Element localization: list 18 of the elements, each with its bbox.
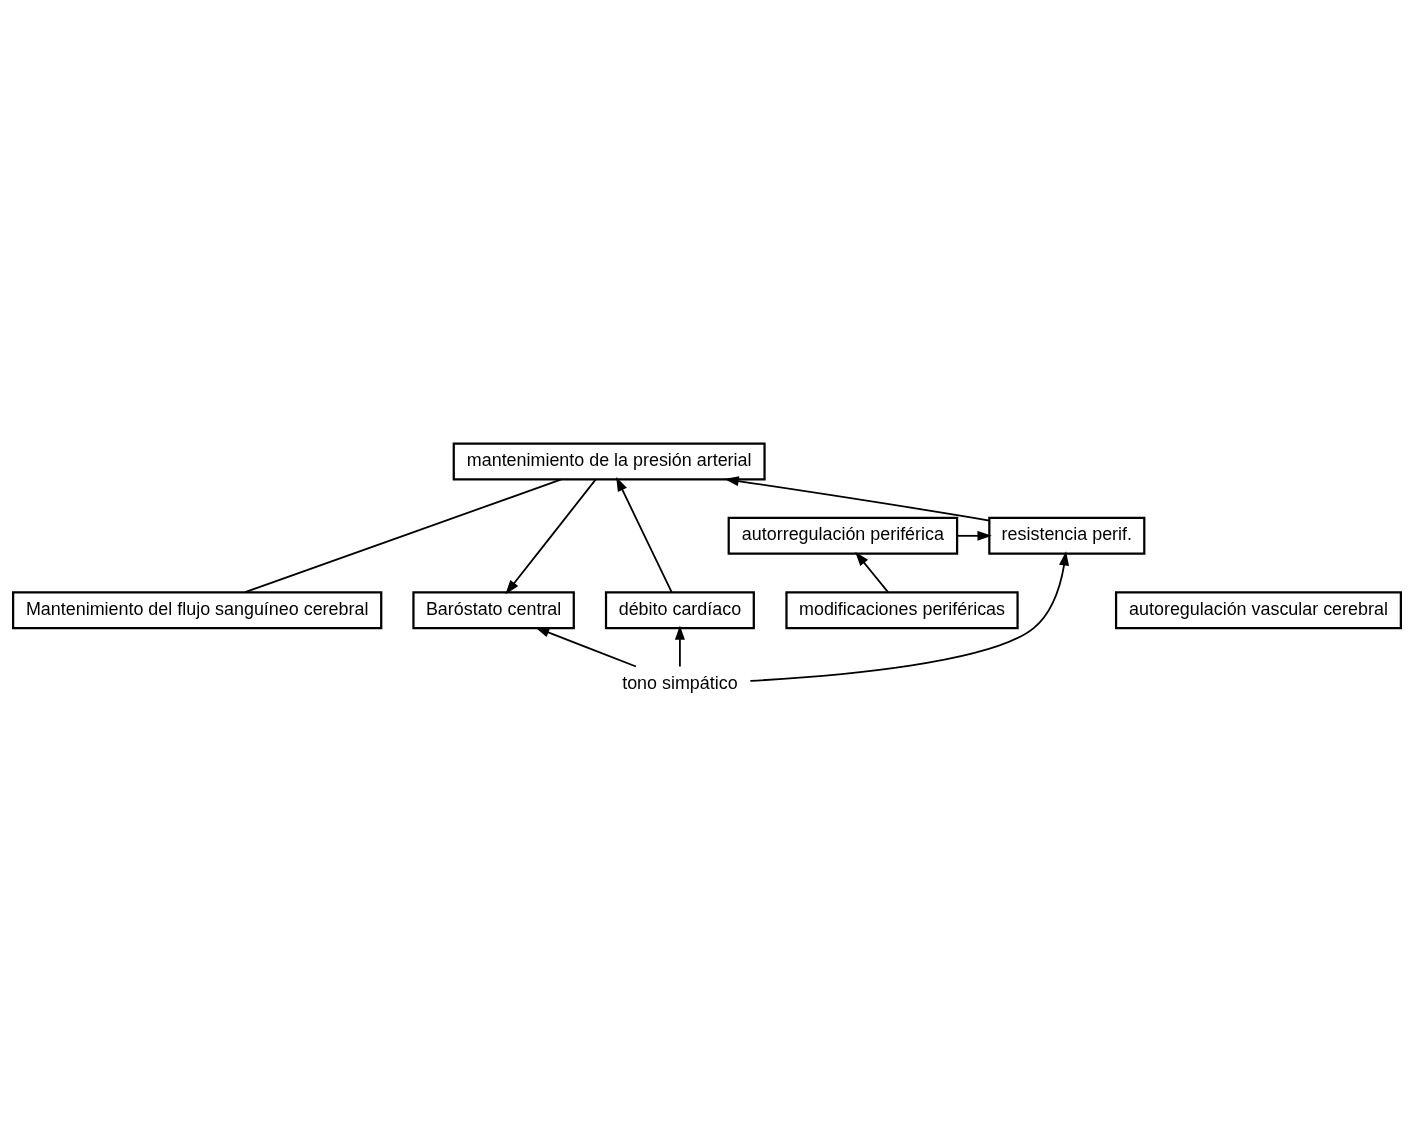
arrow — [505, 478, 597, 594]
arrow — [674, 624, 685, 667]
node-box: Baróstato central — [412, 590, 575, 629]
node-box: modificaciones periféricas — [785, 590, 1019, 629]
arrow — [855, 551, 889, 593]
connector — [244, 478, 563, 593]
arrow — [616, 476, 673, 593]
node-box: Mantenimiento del flujo sanguíneo cerebral — [12, 590, 383, 629]
node-box: autoregulación vascular cerebral — [1114, 590, 1402, 629]
node-box: autorregulación periférica — [727, 516, 959, 555]
node-text: tono simpático — [622, 672, 738, 693]
node-box: resistencia perif. — [988, 516, 1146, 555]
arrow — [749, 550, 1070, 682]
arrow — [956, 530, 992, 541]
node-box: débito cardíaco — [604, 590, 755, 629]
arrow — [535, 626, 637, 667]
node-box: mantenimiento de la presión arterial — [452, 441, 766, 481]
arrow — [724, 475, 991, 521]
